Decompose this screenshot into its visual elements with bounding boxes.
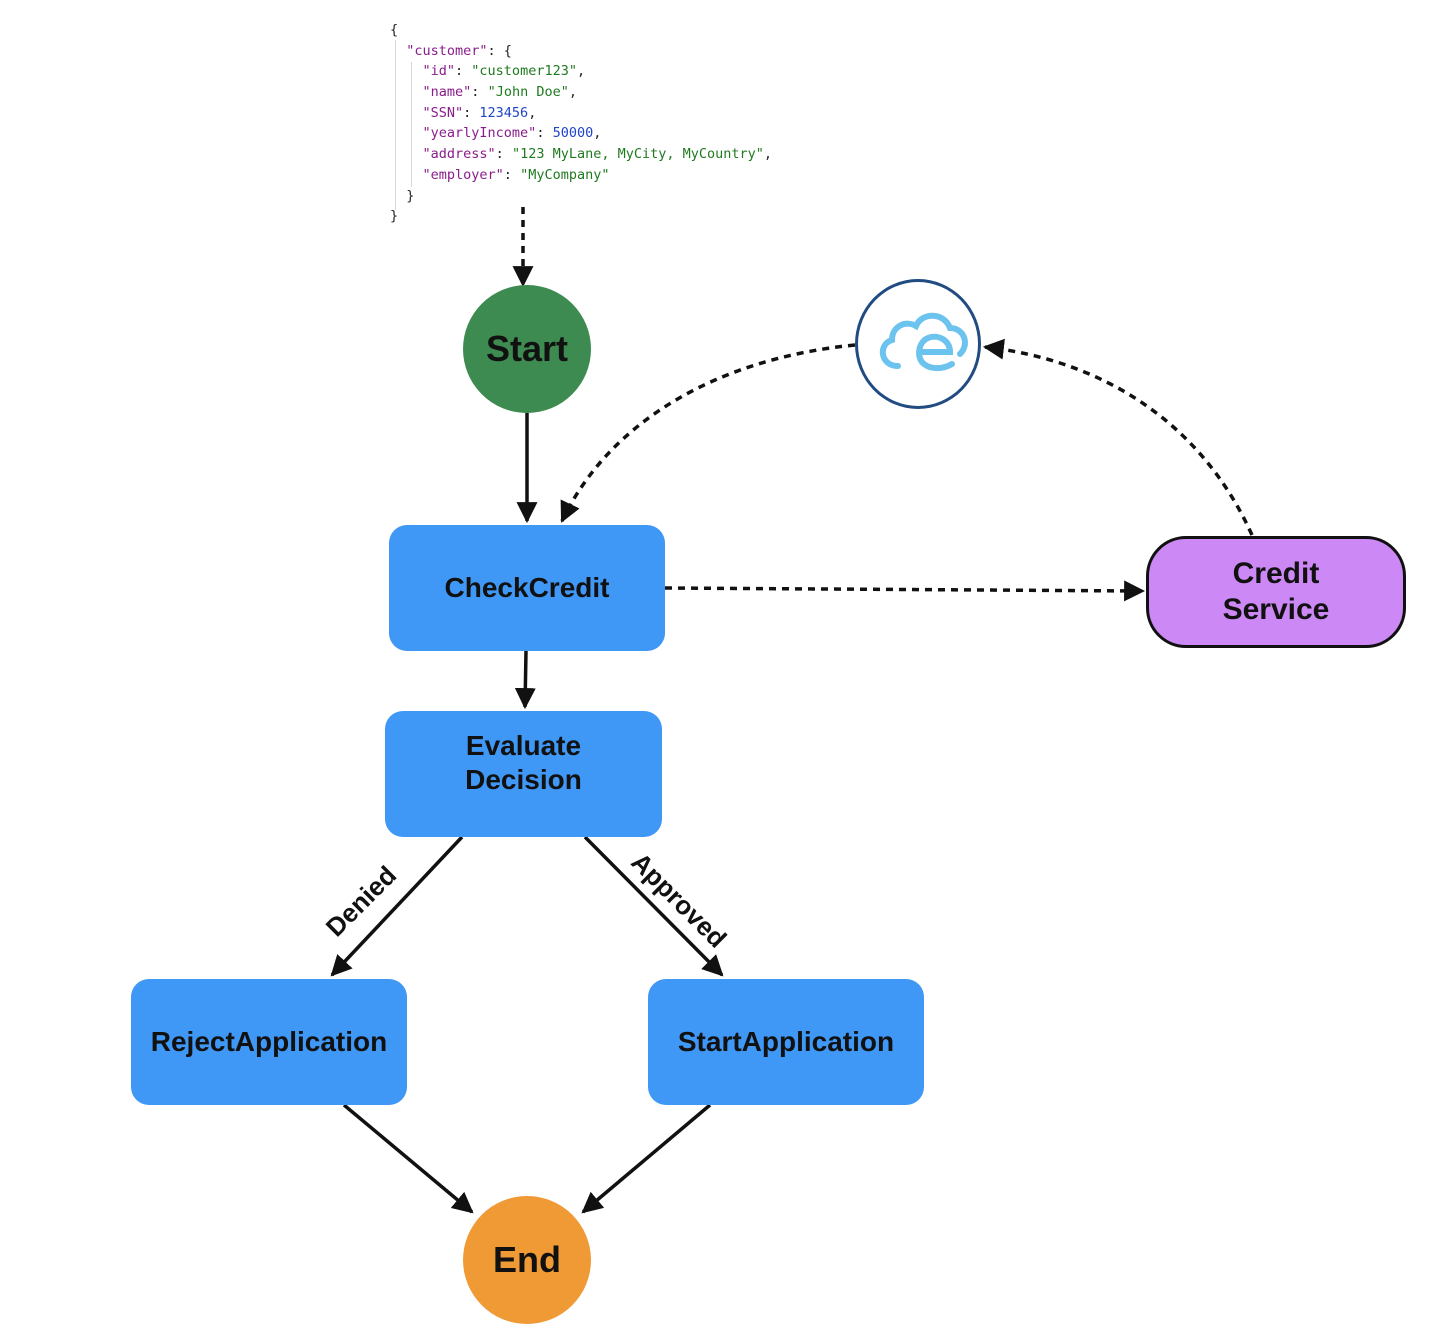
json-token: "address" [422,146,496,163]
json-token [390,105,423,121]
json-token: , [528,104,537,121]
json-token: : [503,166,521,183]
json-input-sample: { "customer": { "id": "customer123", "na… [390,20,772,227]
start-node-label: Start [485,328,569,369]
json-token: : [463,104,480,121]
json-token [390,43,406,59]
cloud-event-node[interactable] [855,279,981,409]
json-token: : { [487,42,512,59]
json-line: "name": "John Doe", [390,82,772,103]
json-line: "SSN": 123456, [390,103,772,124]
evaluate-decision-node[interactable]: Evaluate Decision [385,711,662,837]
json-token: : [495,146,512,163]
json-indent-guide [395,40,396,210]
json-token: "123 MyLane, MyCity, MyCountry" [511,146,764,163]
edge-evaluate-to-startapplication [583,835,724,977]
json-token: "name" [422,84,472,101]
json-line: "yearlyIncome": 50000, [390,123,772,144]
credit-service-label-line1: Credit [1232,557,1320,590]
json-token: "MyCompany" [520,166,610,183]
json-token: : [536,125,553,142]
json-line: { [390,20,772,41]
json-line: } [390,206,772,227]
json-token [390,84,423,100]
json-token: "SSN" [422,104,464,121]
json-token [390,146,423,162]
json-line: "id": "customer123", [390,61,772,82]
end-node-label: End [493,1239,561,1280]
json-token: 123456 [479,104,529,121]
edge-evaluate-to-reject [330,835,464,977]
end-node[interactable]: End [463,1196,591,1324]
checkcredit-node-label: CheckCredit [444,572,610,604]
edge-creditservice-to-cloudevent [982,338,1254,536]
evaluate-decision-label-line1: Evaluate [465,730,582,762]
json-token: 50000 [552,125,594,142]
json-token: } [390,187,415,204]
start-application-node[interactable]: StartApplication [648,979,924,1105]
credit-service-node[interactable]: Credit Service [1146,536,1406,648]
edge-startapplication-to-end [581,1103,712,1214]
start-application-node-label: StartApplication [677,1026,895,1058]
edge-reject-to-end [342,1103,474,1214]
json-token: , [763,146,773,163]
json-line: "customer": { [390,41,772,62]
edge-cloudevent-to-checkcredit [560,343,856,523]
start-node[interactable]: Start [463,285,591,413]
json-token: "employer" [422,166,504,183]
json-token: "customer" [406,42,488,59]
json-token: , [568,84,577,101]
credit-service-label-line2: Service [1222,593,1330,626]
reject-application-node-label: RejectApplication [150,1026,388,1058]
json-token: , [576,63,586,80]
edge-checkcredit-to-creditservice [664,580,1146,602]
json-token: : [471,84,488,101]
reject-application-node[interactable]: RejectApplication [131,979,407,1105]
json-token: "yearlyIncome" [422,125,537,142]
json-token: } [390,208,399,225]
json-token: , [593,125,602,142]
json-indent-guide [411,62,412,187]
json-line: "address": "123 MyLane, MyCity, MyCountr… [390,144,773,165]
json-token [390,63,423,79]
json-token: : [455,63,472,80]
json-token [390,167,423,183]
json-token: { [390,22,399,38]
json-token: "customer123" [471,63,577,80]
edge-checkcredit-to-evaluate [514,650,536,710]
json-token: "John Doe" [487,84,569,101]
json-token [390,125,423,141]
json-line: } [390,186,772,207]
evaluate-decision-label-line2: Decision [465,764,582,795]
checkcredit-node[interactable]: CheckCredit [389,525,665,651]
json-token: "id" [422,63,456,80]
json-line: "employer": "MyCompany" [390,165,772,186]
cloud-event-icon [880,312,968,372]
